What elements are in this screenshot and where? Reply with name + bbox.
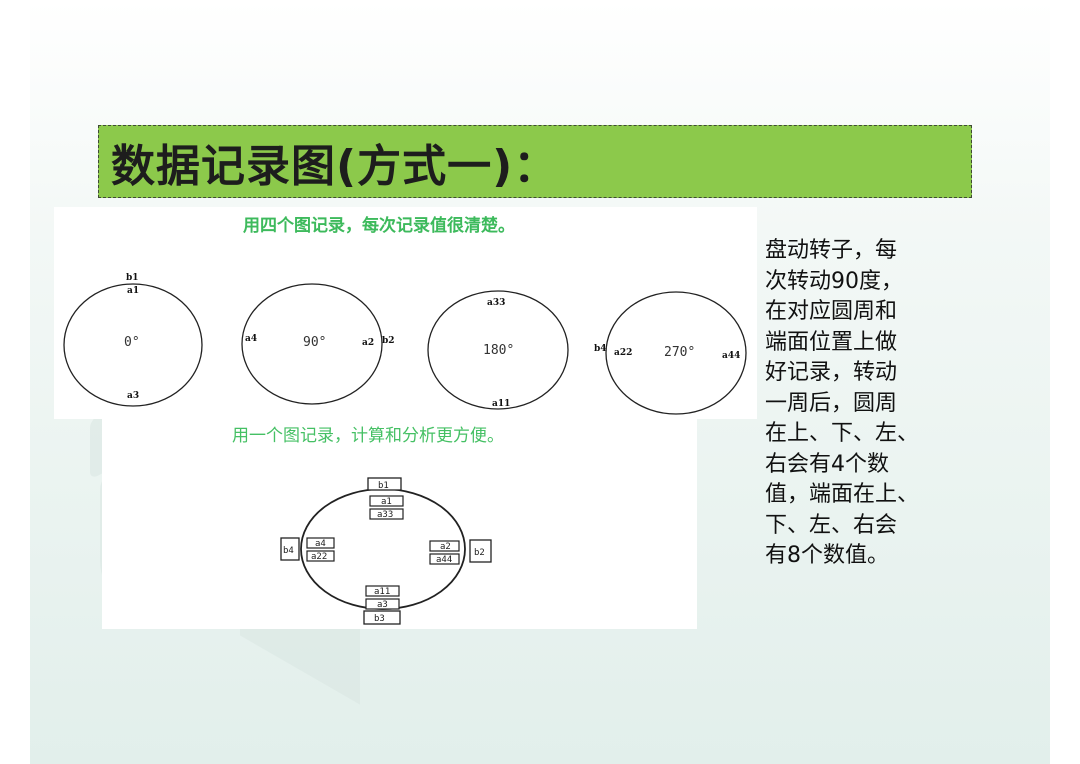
description-line: 有8个数值。	[765, 543, 889, 568]
angle-label: 0°	[124, 335, 140, 350]
label-a33: a33	[487, 298, 505, 308]
box-a22: a22	[311, 552, 327, 562]
description-line: 在上、下、左、	[765, 421, 920, 446]
label-b1: b1	[126, 273, 139, 283]
circle-180-degrees: 180° a33 a11	[427, 290, 569, 410]
title-bar: 数据记录图(方式一)：	[98, 125, 972, 198]
caption-four-diagrams: 用四个图记录，每次记录值很清楚。	[243, 216, 515, 236]
label-a11: a11	[492, 399, 510, 409]
label-a44: a44	[722, 351, 740, 361]
label-a22: a22	[614, 348, 632, 358]
description-line: 在对应圆周和	[765, 299, 898, 324]
circle-90-degrees: 90° a4 a2 b2	[241, 283, 395, 405]
description-line: 盘动转子，每	[765, 238, 898, 263]
description-text: 盘动转子，每 次转动90度， 在对应圆周和 端面位置上做 好记录，转动 一周后，…	[765, 236, 955, 572]
circle-0-degrees: 0° b1 a1 a3	[63, 273, 203, 407]
page-title: 数据记录图(方式一)：	[111, 140, 559, 192]
angle-label: 270°	[664, 345, 695, 360]
label-b4: b4	[594, 344, 607, 354]
box-b3: b3	[374, 614, 385, 624]
label-b2: b2	[382, 336, 395, 346]
angle-label: 90°	[303, 335, 326, 350]
box-a2: a2	[440, 542, 451, 552]
description-line: 右会有4个数	[765, 451, 889, 477]
box-b2: b2	[474, 548, 485, 558]
description-line: 值，端面在上、	[765, 482, 920, 507]
box-a44: a44	[436, 555, 452, 565]
combined-circle: b1 a1 a33 b4 a4 a22 a2 a44 b2 a11 a3 b3	[280, 477, 492, 625]
box-b1: b1	[378, 481, 389, 491]
label-a1: a1	[127, 286, 139, 296]
caption-single-diagram: 用一个图记录，计算和分析更方便。	[232, 426, 504, 446]
description-line: 一周后，圆周	[765, 390, 898, 416]
label-a3: a3	[127, 391, 139, 401]
circle-270-degrees: 270° b4 a22 a44	[594, 291, 747, 415]
description-line: 次转动90度，	[765, 268, 903, 294]
angle-label: 180°	[483, 343, 514, 358]
label-a4: a4	[245, 334, 257, 344]
description-line: 端面位置上做	[765, 329, 898, 355]
description-line: 好记录，转动	[765, 360, 898, 385]
box-a11: a11	[374, 587, 390, 597]
box-a1: a1	[381, 497, 392, 507]
box-a33: a33	[377, 510, 393, 520]
box-a4: a4	[315, 539, 326, 549]
box-b4: b4	[283, 546, 294, 556]
box-a3: a3	[377, 600, 388, 610]
four-circle-panel	[54, 207, 757, 419]
description-line: 下、左、右会	[765, 512, 898, 538]
label-a2: a2	[362, 338, 374, 348]
